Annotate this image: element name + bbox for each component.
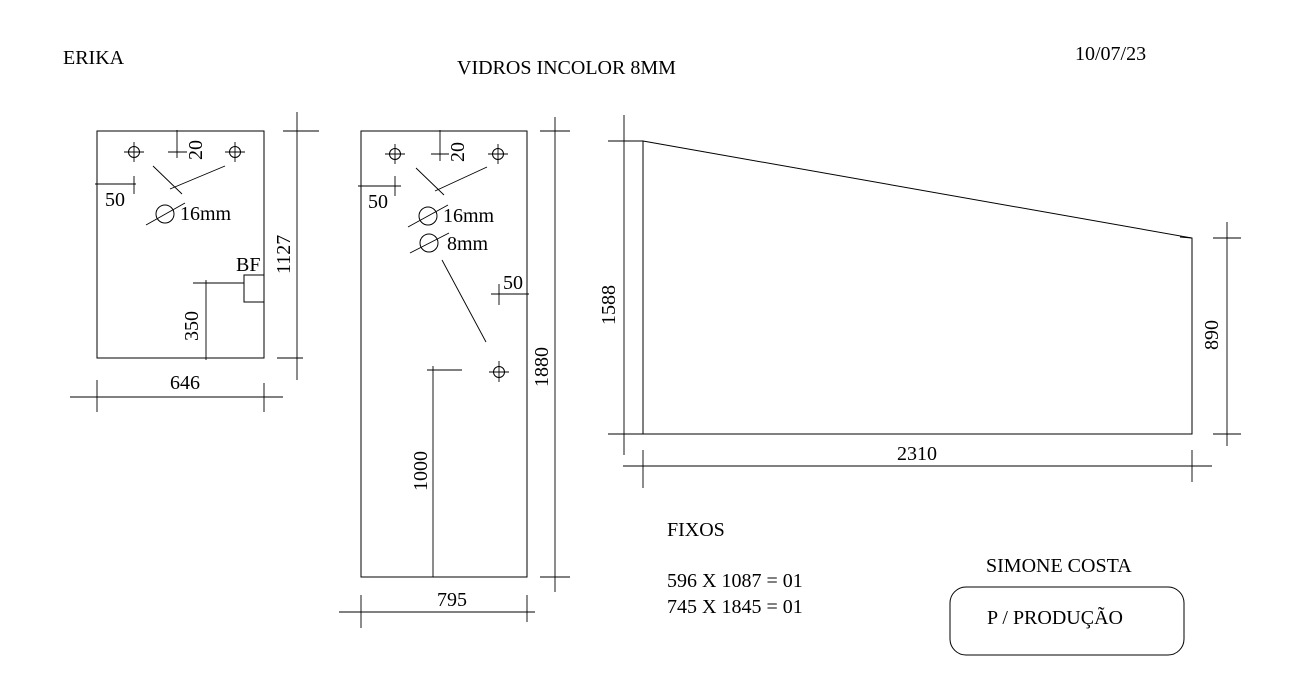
hole-marker-icon: [488, 144, 508, 164]
bf-marker: [243, 274, 265, 303]
fixos-title: FIXOS: [667, 519, 725, 541]
panel-1-outline: [96, 130, 265, 359]
panel-1-width-label: 646: [170, 372, 200, 394]
panel-2-outline: [360, 130, 528, 578]
fixos-line-1: 596 X 1087 = 01: [667, 570, 803, 592]
panel-1-hole-offset-label: 50: [105, 189, 125, 211]
panel-2-width-label: 795: [437, 589, 467, 611]
panel-2: 20 50 16mm 8mm 50 1: [339, 117, 570, 628]
panel-2-large-hole-diameter-label: 16mm: [443, 205, 495, 227]
hole-marker-icon: [489, 361, 509, 382]
panel-2-hole-offset-label: 50: [368, 191, 388, 213]
drawing-title: VIDROS INCOLOR 8MM: [457, 57, 676, 79]
panel-3-outline: [642, 140, 1193, 435]
panel-1-bf-height-label: 350: [181, 311, 203, 341]
panel-3-right-height-label: 890: [1201, 320, 1223, 350]
panel-2-height-label: 1880: [531, 347, 553, 387]
panel-2-hole-spacing-label: 20: [447, 142, 469, 162]
drawing-date: 10/07/23: [1075, 43, 1146, 65]
diameter-symbol-icon: [407, 204, 449, 228]
production-stamp-box: [949, 586, 1185, 656]
hole-marker-icon: [385, 144, 405, 164]
diameter-symbol-icon: [409, 232, 450, 254]
panel-3-left-height-label: 1588: [598, 285, 620, 325]
client-name: ERIKA: [63, 47, 125, 69]
seller-name: SIMONE COSTA: [986, 555, 1132, 577]
fixos-line-2: 745 X 1845 = 01: [667, 596, 803, 618]
panel-3: 1588 890 2310: [598, 115, 1241, 488]
panel-2-side-hole-offset-label: 50: [503, 272, 523, 294]
panel-2-small-hole-diameter-label: 8mm: [447, 233, 489, 255]
panel-1-hole-diameter-label: 16mm: [180, 203, 232, 225]
panel-1-hole-spacing-label: 20: [185, 140, 207, 160]
panel-3-width-label: 2310: [897, 443, 937, 465]
panel-1: 20 50 16mm BF 350 1127 646: [70, 112, 319, 412]
production-stamp-label: P / PRODUÇÃO: [987, 605, 1123, 629]
hole-marker-icon: [225, 142, 245, 162]
panel-1-height-label: 1127: [273, 235, 295, 274]
hole-marker-icon: [124, 142, 144, 162]
panel-1-bf-label: BF: [236, 254, 260, 276]
diameter-symbol-icon: [145, 202, 186, 226]
panel-2-side-hole-height-label: 1000: [410, 451, 432, 491]
